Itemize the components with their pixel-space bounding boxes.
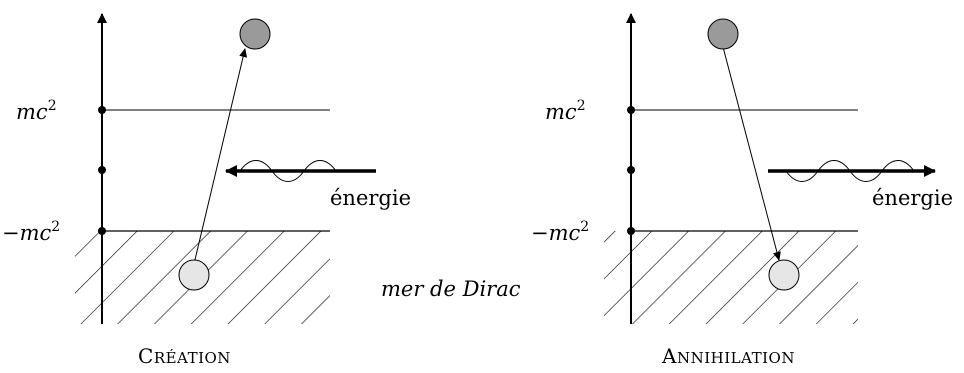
- hole-right: [768, 259, 800, 291]
- transition-arrow-right: [722, 46, 781, 261]
- photon-wave-right: [785, 160, 915, 182]
- mc2-label-right: mc2: [545, 98, 586, 124]
- electron-particle-left: [239, 18, 271, 50]
- axis-dot-mc2-right: [627, 106, 635, 114]
- electron-particle-right: [707, 18, 739, 50]
- dirac-sea-right: [604, 231, 858, 324]
- axis-dot-minus-mc2-left: [98, 227, 106, 235]
- axis-dot-zero-right: [627, 166, 635, 174]
- annihilation-title: ANNIHILATION: [661, 344, 795, 368]
- axis-dot-minus-mc2-right: [627, 227, 635, 235]
- annihilation-panel: mc2 −mc2 énergie ANNIHILATION: [531, 13, 953, 368]
- creation-panel: mc2 −mc2 énergie CRÉATION: [2, 13, 411, 368]
- transition-arrow-left: [193, 48, 248, 265]
- energy-label-right: énergie: [872, 186, 953, 210]
- minus-mc2-label-left: −mc2: [2, 219, 60, 245]
- photon-wave-left: [239, 160, 337, 182]
- mc2-label-left: mc2: [16, 98, 57, 124]
- hole-left: [178, 259, 210, 291]
- creation-title: CRÉATION: [138, 344, 231, 368]
- dirac-sea-label: mer de Dirac: [381, 277, 521, 301]
- axis-dot-mc2-left: [98, 106, 106, 114]
- axis-dot-zero-left: [98, 166, 106, 174]
- minus-mc2-label-right: −mc2: [531, 219, 589, 245]
- energy-label-left: énergie: [330, 186, 411, 210]
